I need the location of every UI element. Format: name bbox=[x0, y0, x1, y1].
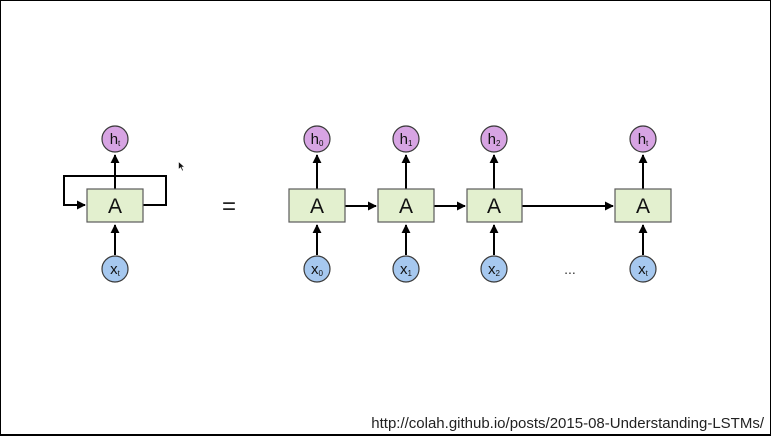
input-node-1 bbox=[392, 255, 420, 283]
output-node-0 bbox=[303, 125, 331, 153]
rolled-rnn: A ht xt bbox=[63, 125, 167, 283]
rolled-input-label: xt bbox=[110, 261, 121, 278]
rolled-output-label: ht bbox=[110, 131, 121, 148]
rolled-cell bbox=[86, 188, 144, 223]
cell-2 bbox=[466, 188, 523, 223]
source-url: http://colah.github.io/posts/2015-08-Und… bbox=[371, 415, 764, 432]
output-label-t: ht bbox=[638, 131, 649, 148]
mouse-cursor-icon bbox=[178, 161, 186, 172]
cell-1-label: A bbox=[399, 195, 413, 218]
output-label-0: h0 bbox=[311, 131, 324, 148]
output-node-2 bbox=[480, 125, 508, 153]
output-label-2: h2 bbox=[488, 131, 501, 148]
output-node-t bbox=[629, 125, 657, 153]
unrolled-step-2: A h2 x2 bbox=[466, 125, 523, 283]
input-node-0 bbox=[303, 255, 331, 283]
unrolled-step-t: A ht xt bbox=[614, 125, 672, 283]
cell-2-label: A bbox=[487, 195, 501, 218]
equals-sign: = bbox=[222, 193, 236, 220]
input-label-t: xt bbox=[638, 261, 649, 278]
input-node-t bbox=[629, 255, 657, 283]
unrolled-step-0: A h0 x0 bbox=[288, 125, 346, 283]
cell-0-label: A bbox=[310, 195, 324, 218]
ellipsis: ... bbox=[564, 261, 576, 277]
input-node-2 bbox=[480, 255, 508, 283]
rolled-output-node bbox=[101, 125, 129, 153]
cell-t bbox=[614, 188, 672, 223]
rolled-input-node bbox=[101, 255, 129, 283]
cell-1 bbox=[377, 188, 435, 223]
output-label-1: h1 bbox=[400, 131, 413, 148]
input-label-1: x1 bbox=[400, 261, 413, 278]
rolled-cell-label: A bbox=[108, 195, 122, 218]
unrolled-step-1: A h1 x1 bbox=[377, 125, 435, 283]
cell-t-label: A bbox=[636, 195, 650, 218]
output-node-1 bbox=[392, 125, 420, 153]
cell-0 bbox=[288, 188, 346, 223]
unrolled-rnn: A h0 x0 A h1 x1 A bbox=[288, 125, 672, 283]
input-label-0: x0 bbox=[311, 261, 324, 278]
input-label-2: x2 bbox=[488, 261, 501, 278]
